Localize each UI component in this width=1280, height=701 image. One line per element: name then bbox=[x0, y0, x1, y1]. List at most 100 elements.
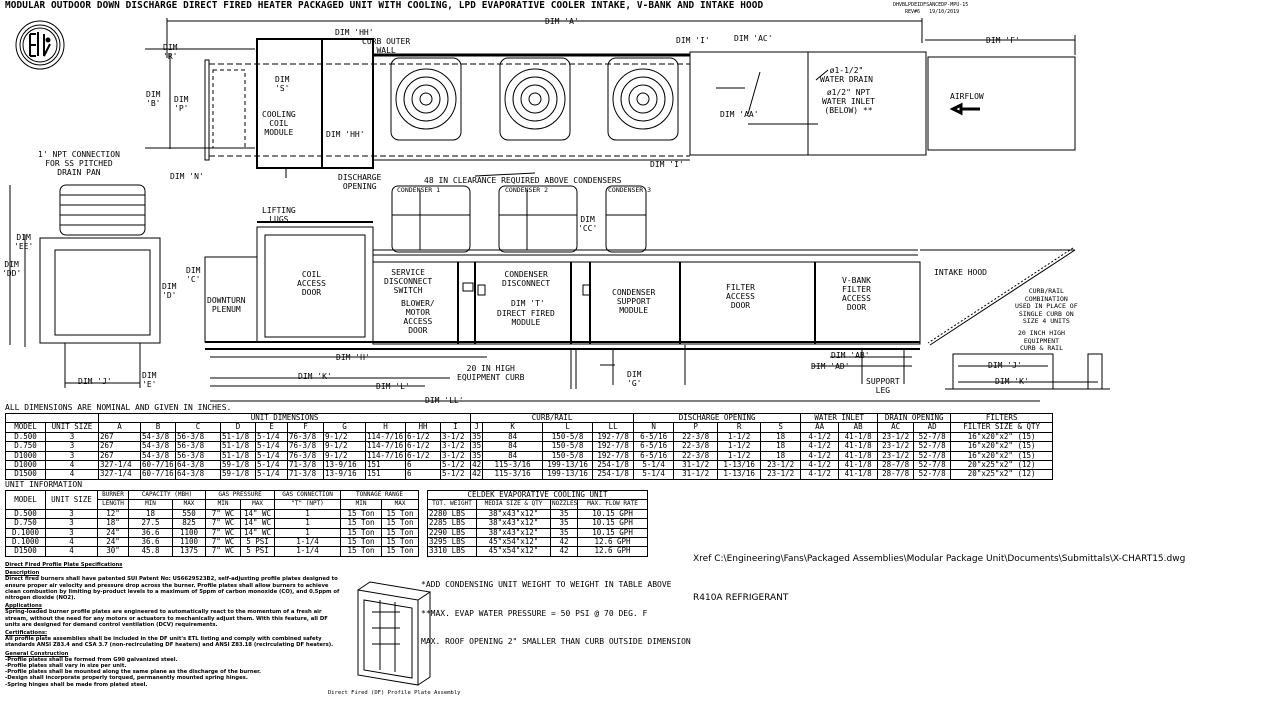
table-cell: 6-1/2 bbox=[405, 441, 441, 452]
table-cell: 51-1/8 bbox=[220, 441, 256, 452]
table-cell: 45.8 bbox=[128, 546, 173, 557]
table-cell: 150-5/8 bbox=[542, 450, 594, 462]
table-cell: 6-1/2 bbox=[405, 450, 441, 462]
table-cell: 15 Ton bbox=[381, 527, 420, 539]
label-dim-ac: DIM 'AC' bbox=[734, 34, 773, 43]
table-cell: 56-3/8 bbox=[175, 431, 221, 443]
label-condenser-disconnect: CONDENSER DISCONNECT bbox=[502, 270, 551, 288]
label-condenser-3: CONDENSER 3 bbox=[608, 186, 652, 194]
column-header: N bbox=[633, 422, 675, 433]
table-cell: D1000 bbox=[5, 460, 46, 471]
table-cell: 20"x25"x2" (12) bbox=[950, 460, 1054, 471]
table-cell: 18 bbox=[128, 508, 173, 520]
table-cell: 825 bbox=[171, 518, 207, 529]
label-dim-j-left: DIM 'J' bbox=[78, 377, 112, 386]
table-cell: 4-1/2 bbox=[800, 460, 840, 471]
column-header: BURNER bbox=[97, 489, 129, 501]
table-cell: 150-5/8 bbox=[542, 431, 594, 443]
table-cell: 10.15 GPH bbox=[576, 508, 649, 520]
table-cell: 16"x20"x2" (15) bbox=[950, 431, 1054, 443]
table-cell: 4 bbox=[45, 460, 99, 471]
table-cell: 12" bbox=[97, 508, 129, 520]
table-cell: 71-3/8 bbox=[287, 460, 324, 471]
label-dim-ee: DIM 'EE' bbox=[14, 233, 34, 251]
table-cell: 64-3/8 bbox=[175, 460, 221, 471]
label-dim-s: DIM 'S' bbox=[275, 75, 290, 93]
column-header: E bbox=[255, 422, 288, 433]
column-header: B bbox=[140, 422, 176, 433]
label-dim-ad: DIM 'AD' bbox=[811, 362, 850, 371]
label-condenser-1: CONDENSER 1 bbox=[397, 186, 441, 194]
label-dim-p: DIM 'P' bbox=[174, 95, 189, 113]
table-cell: 3-1/2 bbox=[439, 450, 472, 462]
table-cell: 16"x20"x2" (15) bbox=[950, 441, 1054, 452]
table-cell: 52-7/8 bbox=[913, 469, 952, 480]
condenser-fan-1-icon bbox=[390, 57, 462, 141]
table-cell: 59-1/8 bbox=[220, 469, 256, 480]
spec-heading: General Construction bbox=[5, 650, 69, 657]
label-dim-l: DIM 'L' bbox=[376, 382, 410, 391]
table-cell: 42 bbox=[470, 460, 484, 471]
table-cell: 22-3/8 bbox=[673, 450, 719, 462]
table-cell: 84 bbox=[482, 450, 544, 462]
table-cell: 15 Ton bbox=[381, 537, 420, 548]
column-header: MODEL bbox=[5, 422, 46, 433]
table-cell: 1-1/2 bbox=[717, 450, 762, 462]
spec-heading: Description bbox=[5, 570, 40, 577]
table-cell: D1500 bbox=[5, 469, 46, 480]
table-cell: 15 Ton bbox=[340, 527, 383, 539]
table-cell: 1-1/2 bbox=[717, 431, 762, 443]
column-header: MEDIA SIZE & QTY bbox=[476, 499, 551, 510]
revision-date: REV#6 19/10/2019 bbox=[905, 9, 960, 15]
label-vbank: V-BANK FILTER ACCESS DOOR bbox=[842, 276, 871, 312]
column-header: J bbox=[470, 422, 484, 433]
table-cell: 12.6 GPH bbox=[576, 546, 649, 557]
label-dim-ll: DIM 'LL' bbox=[425, 396, 464, 405]
table-cell: 9-1/2 bbox=[323, 450, 366, 462]
column-header: CAPACITY (MBH) bbox=[127, 489, 207, 501]
label-dim-g: DIM 'G' bbox=[627, 370, 642, 388]
column-group-header: FILTERS bbox=[950, 412, 1054, 424]
column-header: AB bbox=[838, 422, 879, 433]
table-cell: 51-1/8 bbox=[220, 450, 256, 462]
table-cell: 52-7/8 bbox=[913, 441, 952, 452]
table-cell: 27.5 bbox=[128, 518, 173, 529]
table-cell: 36.6 bbox=[128, 537, 173, 548]
label-support-leg: SUPPORT LEG bbox=[866, 377, 900, 395]
unit-information-title: UNIT INFORMATION bbox=[5, 480, 83, 489]
table-cell: 199-13/16 bbox=[542, 469, 594, 480]
table-cell: 18" bbox=[97, 518, 129, 529]
end-view bbox=[9, 184, 161, 388]
table-cell: 52-7/8 bbox=[913, 431, 952, 443]
table-cell: 6-5/16 bbox=[633, 450, 675, 462]
table-cell: 2285 LBS bbox=[427, 518, 477, 529]
table-cell: 41-1/8 bbox=[838, 441, 879, 452]
table-cell: 150-5/8 bbox=[542, 441, 594, 452]
column-header: AD bbox=[913, 422, 952, 433]
table-cell: 41-1/8 bbox=[838, 431, 879, 443]
table-cell: 327-1/4 bbox=[98, 469, 141, 480]
column-group-header: WATER INLET bbox=[800, 412, 879, 424]
spec-title: Direct Fired Profile Plate Specification… bbox=[5, 562, 123, 568]
table-cell: 42 bbox=[470, 469, 484, 480]
table-cell: 151 bbox=[365, 460, 406, 471]
column-header: MIN bbox=[340, 499, 383, 510]
table-cell: 3 bbox=[45, 518, 98, 529]
table-cell: 23-1/2 bbox=[877, 441, 915, 452]
table-cell: 84 bbox=[482, 431, 544, 443]
table-cell: 31-1/2 bbox=[673, 460, 719, 471]
column-header: MAX bbox=[381, 499, 420, 510]
table-cell: 1-1/4 bbox=[274, 546, 342, 557]
column-header: G bbox=[323, 422, 366, 433]
table-cell: 5-1/4 bbox=[255, 450, 288, 462]
table-cell: 18 bbox=[760, 441, 802, 452]
table-cell: 5-1/4 bbox=[255, 441, 288, 452]
